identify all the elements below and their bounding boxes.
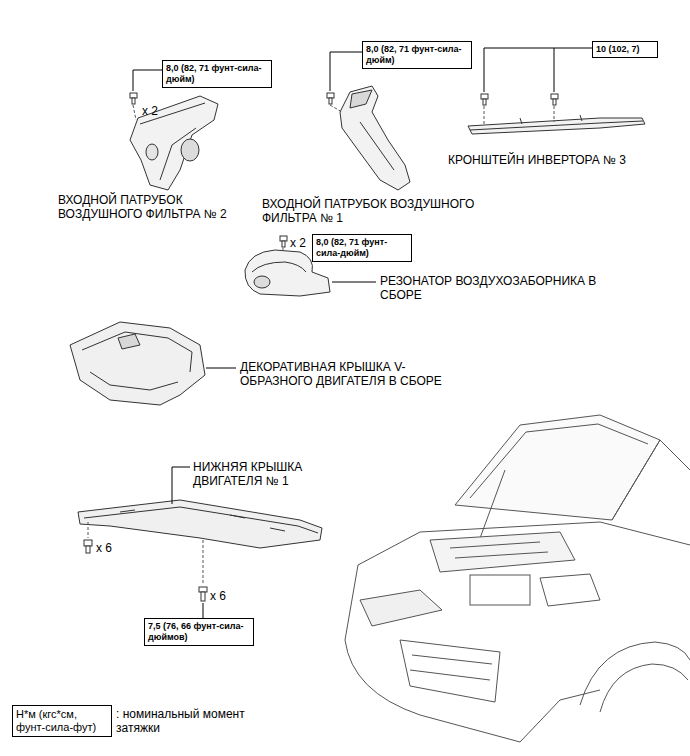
vehicle-drawing: [345, 640, 520, 742]
vehicle-drawing: [430, 532, 575, 572]
bolt-symbols: [483, 99, 486, 105]
vehicle-drawing: [345, 522, 690, 640]
quantity-label: x 2: [290, 236, 312, 250]
bracket-drawing: [468, 118, 645, 134]
dashed-fitting-lines: [88, 105, 554, 585]
vehicle-drawing: [410, 655, 492, 680]
torque-box: 10 (102, 7): [592, 41, 658, 58]
torque-box: 8,0 (82, 71 фунт-сила-дюйм): [362, 41, 472, 69]
vehicle-drawing: [400, 640, 500, 702]
inlet-1-drawing: [340, 86, 410, 190]
bolt-symbols: [201, 592, 205, 601]
part-name: ДЕКОРАТИВНАЯ КРЫШКА V-ОБРАЗНОГО ДВИГАТЕЛ…: [240, 360, 465, 388]
bolt-symbols: [551, 94, 558, 99]
lower-cover-drawing: [120, 510, 285, 531]
vehicle-drawing: [470, 575, 530, 605]
bolt-symbols: [86, 546, 90, 553]
inlet-2-drawing: [181, 139, 199, 161]
inlet-2-drawing: [160, 128, 196, 180]
bracket-drawing: [520, 115, 582, 124]
vehicle-drawing: [450, 542, 548, 558]
unit-legend-box: Н*м (кгс*см, фунт-сила-фут): [12, 705, 112, 737]
lower-cover-drawing: [78, 500, 322, 548]
vehicle-drawing: [600, 664, 688, 712]
vehicle-drawing: [540, 574, 600, 606]
engine-cover-drawing: [90, 372, 178, 390]
inlet-2-drawing: [130, 96, 218, 190]
leader-lines: [330, 52, 362, 91]
part-name: НИЖНЯЯ КРЫШКА ДВИГАТЕЛЯ № 1: [193, 460, 323, 488]
bracket-drawing: [468, 115, 645, 134]
part-name: ВХОДНОЙ ПАТРУБОК ВОЗДУШНОГО ФИЛЬТРА № 2: [58, 193, 253, 221]
leader-lines: [172, 467, 190, 504]
legend-description: : номинальный момент затяжки: [116, 707, 246, 735]
bolt-symbols: [282, 241, 285, 247]
quantity-label: x 6: [96, 541, 136, 555]
bolt-symbols: [84, 93, 558, 601]
torque-box: 8,0 (82, 71 фунт-сила-дюйм): [312, 234, 412, 262]
leader-lines: [206, 368, 236, 369]
bolt-symbols: [329, 98, 332, 104]
leader-lines: [332, 282, 376, 283]
leader-lines: [484, 48, 592, 92]
bracket-drawing: [470, 121, 643, 130]
engine-cover-drawing: [70, 322, 205, 405]
bolt-symbols: [132, 98, 135, 104]
leader-lines: [133, 70, 162, 91]
lower-cover-drawing: [84, 507, 318, 533]
bolt-symbols: [327, 93, 334, 98]
bolt-symbols: [280, 236, 287, 241]
inlet-2-drawing: [146, 144, 158, 160]
inlet-1-drawing: [360, 122, 394, 170]
inlet-2-drawing: [130, 96, 218, 190]
dashed-fitting-lines: [484, 106, 554, 126]
inlet-2-drawing: [140, 103, 205, 124]
inlet-1-drawing: [350, 90, 372, 108]
torque-value: 8,0 (82, 71 фунт-сила-дюйм): [366, 44, 468, 66]
inlet-1-drawing: [340, 86, 410, 190]
leader-lines: [203, 603, 204, 618]
torque-box: 8,0 (82, 71 фунт-сила-дюйм): [162, 60, 272, 88]
quantity-label: x 2: [142, 104, 182, 118]
vehicle-drawing: [345, 415, 690, 742]
torque-value: 7,5 (76, 66 фунт-сила-дюймов): [148, 621, 250, 643]
resonator-drawing: [252, 262, 306, 272]
bolt-symbols: [481, 94, 488, 99]
torque-value: 8,0 (82, 71 фунт-сила-дюйм): [316, 237, 408, 259]
bolt-symbols: [84, 540, 92, 546]
torque-box: 7,5 (76, 66 фунт-сила-дюймов): [144, 618, 254, 646]
leader-lines: [133, 48, 592, 618]
vehicle-drawing: [520, 690, 600, 742]
dashed-fitting-lines: [283, 248, 284, 252]
vehicle-drawing: [455, 415, 660, 520]
dashed-fitting-lines: [88, 522, 89, 538]
engine-cover-drawing: [70, 322, 205, 405]
torque-value: 10 (102, 7): [596, 44, 654, 55]
torque-value: 8,0 (82, 71 фунт-сила-дюйм): [166, 63, 268, 85]
vehicle-drawing: [580, 642, 690, 705]
lower-cover-drawing: [78, 500, 322, 548]
engine-cover-drawing: [118, 334, 140, 349]
engine-cover-drawing: [82, 332, 192, 372]
bolt-symbols: [130, 93, 137, 98]
vehicle-drawing: [470, 424, 648, 498]
bolt-symbols: [553, 99, 556, 105]
part-name: ВХОДНОЙ ПАТРУБОК ВОЗДУШНОГО ФИЛЬТРА № 1: [262, 197, 507, 225]
dashed-fitting-lines: [133, 105, 136, 120]
part-name: КРОНШТЕЙН ИНВЕРТОРА № 3: [448, 153, 678, 167]
dashed-fitting-lines: [203, 540, 204, 585]
vehicle-drawing: [612, 440, 690, 520]
part-name: РЕЗОНАТОР ВОЗДУХОЗАБОРНИКА В СБОРЕ: [380, 274, 630, 302]
vehicle-drawing: [360, 590, 442, 626]
quantity-label: x 6: [210, 589, 250, 603]
dashed-fitting-lines: [330, 105, 342, 112]
resonator-drawing: [254, 276, 270, 288]
torque-value: Н*м (кгс*см, фунт-сила-фут): [16, 708, 108, 734]
bolt-symbols: [199, 587, 207, 592]
